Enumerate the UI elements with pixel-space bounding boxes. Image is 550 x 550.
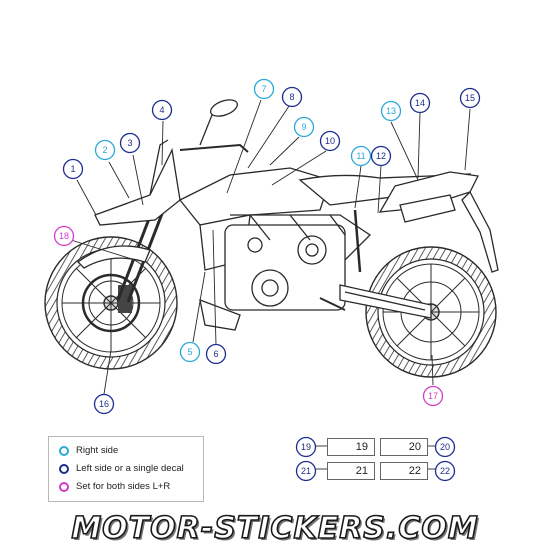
svg-text:9: 9: [301, 122, 306, 132]
callout-12: 12: [370, 145, 392, 167]
decal-box-19: 19: [327, 438, 375, 456]
legend-both-sides-label: Set for both sides L+R: [76, 481, 171, 492]
callout-20: 20: [434, 436, 456, 458]
callout-leaders: [70, 99, 471, 470]
callout-1: 1: [62, 158, 84, 180]
callout-4: 4: [151, 99, 173, 121]
callout-8: 8: [281, 86, 303, 108]
svg-text:10: 10: [325, 136, 335, 146]
callout-11: 11: [350, 145, 372, 167]
svg-text:13: 13: [386, 106, 396, 116]
legend-right-side-label: Right side: [76, 445, 119, 456]
svg-text:4: 4: [159, 105, 164, 115]
svg-text:18: 18: [59, 231, 69, 241]
callout-markers: 1 2 3 4 5 6 7 8 9 10 11 12 13 14 15 16 1…: [53, 78, 481, 482]
legend-left-side: Left side or a single decal: [59, 463, 184, 474]
callout-10: 10: [319, 130, 341, 152]
svg-text:20: 20: [440, 442, 450, 452]
callout-15: 15: [459, 87, 481, 109]
both-sides-ring-icon: [59, 481, 69, 492]
svg-text:8: 8: [289, 92, 294, 102]
svg-text:17: 17: [428, 391, 438, 401]
callout-17: 17: [422, 385, 444, 407]
svg-text:15: 15: [465, 93, 475, 103]
decal-box-22: 22: [380, 462, 428, 480]
svg-text:2: 2: [102, 145, 107, 155]
legend-right-side: Right side: [59, 445, 118, 456]
svg-text:7: 7: [261, 84, 266, 94]
callout-3: 3: [119, 132, 141, 154]
callout-13: 13: [380, 100, 402, 122]
svg-text:3: 3: [127, 138, 132, 148]
callout-21: 21: [295, 460, 317, 482]
callout-19: 19: [295, 436, 317, 458]
legend-both-sides: Set for both sides L+R: [59, 481, 170, 492]
svg-text:6: 6: [213, 349, 218, 359]
svg-text:21: 21: [301, 466, 311, 476]
callout-5: 5: [179, 341, 201, 363]
callout-22: 22: [434, 460, 456, 482]
svg-text:12: 12: [376, 151, 386, 161]
callout-6: 6: [205, 343, 227, 365]
motorcycle-body: [77, 99, 499, 331]
svg-text:11: 11: [356, 151, 365, 161]
left-side-ring-icon: [59, 463, 69, 474]
brand-logo: MOTOR-STICKERS.COM: [71, 510, 479, 547]
callout-14: 14: [409, 92, 431, 114]
callout-16: 16: [93, 393, 115, 415]
callout-9: 9: [293, 116, 315, 138]
legend-left-side-label: Left side or a single decal: [76, 463, 184, 474]
svg-text:19: 19: [301, 442, 311, 452]
legend: Right side Left side or a single decal S…: [48, 436, 204, 502]
callout-7: 7: [253, 78, 275, 100]
svg-text:16: 16: [99, 399, 109, 409]
svg-text:1: 1: [70, 164, 75, 174]
svg-text:14: 14: [415, 98, 425, 108]
callout-18: 18: [53, 225, 75, 247]
right-side-ring-icon: [59, 445, 69, 456]
svg-text:22: 22: [440, 466, 450, 476]
decal-box-20: 20: [380, 438, 428, 456]
svg-text:5: 5: [187, 347, 192, 357]
decal-box-21: 21: [327, 462, 375, 480]
callout-2: 2: [94, 139, 116, 161]
